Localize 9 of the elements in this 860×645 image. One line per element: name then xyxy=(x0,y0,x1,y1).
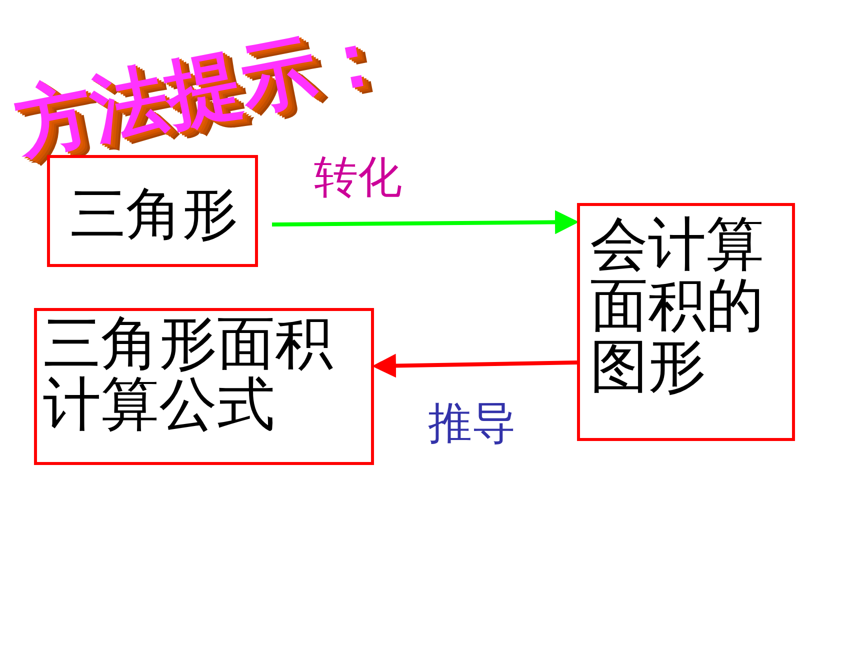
box-text: 三角形 xyxy=(70,186,239,245)
arrow xyxy=(372,354,578,378)
text-box xyxy=(577,203,795,441)
box-text: 会计算面积的图形 xyxy=(590,214,765,397)
box-text: 三角形面积计算公式 xyxy=(43,313,334,435)
edge-label: 推导 xyxy=(428,402,516,446)
text-box xyxy=(34,308,374,465)
arrow xyxy=(272,210,579,234)
edge-label: 转化 xyxy=(314,156,402,200)
